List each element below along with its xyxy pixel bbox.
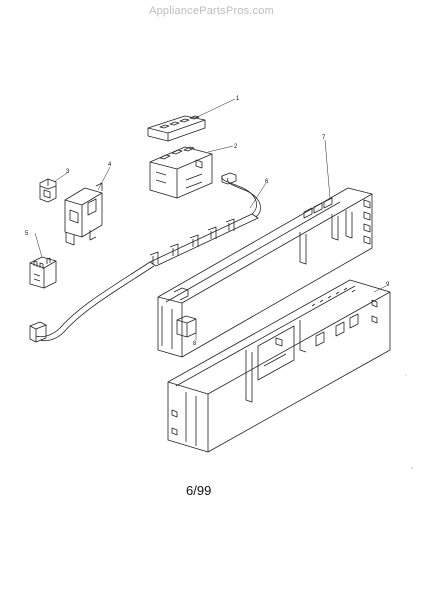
callout-7: 7 bbox=[322, 135, 326, 141]
callout-6: 6 bbox=[265, 179, 269, 185]
part-4-relay-assembly bbox=[64, 182, 103, 246]
scan-specks bbox=[405, 374, 413, 469]
callout-4: 4 bbox=[108, 162, 112, 168]
callout-numbers: 1 2 3 4 5 6 7 8 9 bbox=[25, 96, 390, 347]
part-2-control-board bbox=[149, 146, 213, 199]
callout-5: 5 bbox=[25, 231, 29, 237]
watermark: AppliancePartsPros.com bbox=[149, 5, 274, 17]
part-5-connector-block bbox=[29, 256, 57, 289]
callout-1: 1 bbox=[236, 96, 240, 102]
callout-2: 2 bbox=[234, 144, 238, 150]
part-1-keypad bbox=[147, 115, 206, 142]
part-7-panel-bracket bbox=[157, 187, 373, 358]
callout-9: 9 bbox=[386, 282, 390, 288]
footer-code: 6/99 bbox=[186, 483, 211, 498]
callout-3: 3 bbox=[66, 169, 70, 175]
leader-lines bbox=[34, 98, 387, 340]
part-8-cube bbox=[176, 315, 197, 338]
part-3-switch bbox=[39, 178, 57, 203]
callout-8: 8 bbox=[193, 341, 197, 347]
part-6-wire-harness bbox=[29, 172, 261, 343]
part-9-control-housing bbox=[167, 279, 391, 453]
